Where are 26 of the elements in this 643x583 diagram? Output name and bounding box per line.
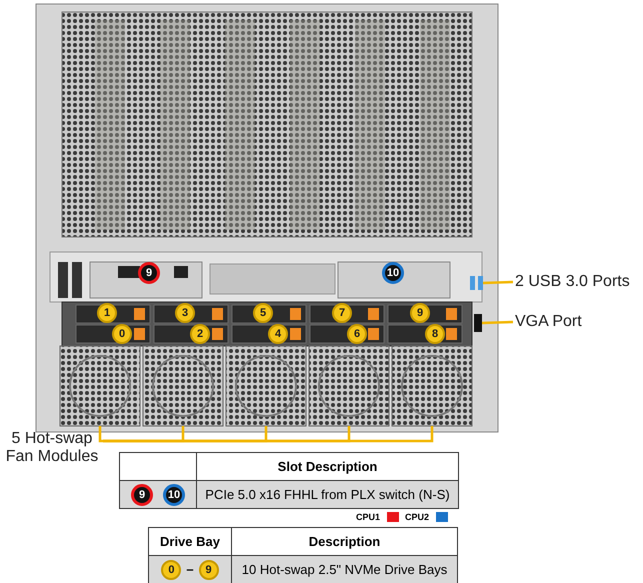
fan-module (60, 346, 140, 426)
leader-line (98, 426, 103, 442)
table-header: Description (232, 528, 458, 556)
callout-label: VGA Port (515, 313, 582, 331)
legend-label: CPU1 (356, 512, 380, 522)
vga-port (474, 314, 482, 332)
leader-line (482, 320, 514, 324)
table-cell: 10 Hot-swap 2.5" NVMe Drive Bays (232, 556, 458, 583)
callout-number: 9 (131, 484, 153, 506)
legend-label: CPU2 (405, 512, 430, 522)
range-dash: – (186, 560, 194, 576)
fan-module (392, 346, 472, 426)
fan-module (308, 346, 390, 426)
leader-line (103, 426, 434, 442)
callout-number: 10 (163, 484, 185, 506)
table-header: Slot Description (196, 452, 458, 480)
callout-number: 9 (198, 560, 219, 580)
fan-module (142, 346, 224, 426)
table-header: Drive Bay (148, 528, 232, 556)
callout-label: 5 Hot-swap Fan Modules (2, 430, 102, 466)
usb-port (470, 276, 483, 290)
fan-module (226, 346, 306, 426)
callout-number: 0 (161, 560, 182, 580)
callout-label: 2 USB 3.0 Ports (515, 273, 630, 291)
table-cell: PCIe 5.0 x16 FHHL from PLX switch (N-S) (196, 480, 458, 508)
leader-line (482, 280, 514, 284)
